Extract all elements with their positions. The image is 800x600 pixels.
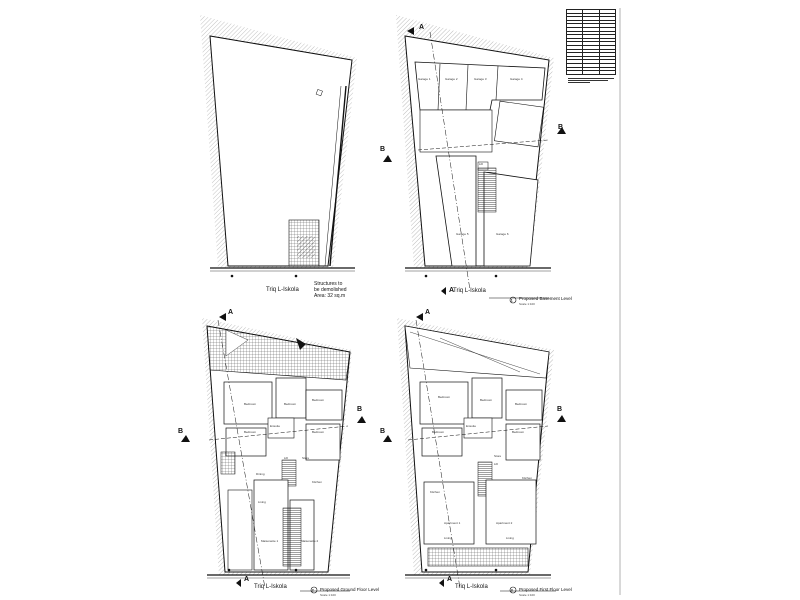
first-level-scale: Scale 1:100 (519, 593, 535, 597)
room-living-f1: Living (444, 536, 452, 540)
street-label-site: Triq L-Iskola (266, 287, 299, 293)
room-bedroom-g5: Bedroom (312, 430, 325, 434)
section-mark-a-basement-bottom: A (449, 287, 455, 294)
section-mark-b-ground-right: B (357, 406, 363, 413)
ground-level-title: Proposed Ground Floor Level (320, 587, 380, 592)
room-bedroom-f4: Bedroom (432, 430, 445, 434)
section-mark-b-ground-left: B (178, 428, 184, 435)
demolition-note: Structures to be demolished Area: 32 sq.… (314, 281, 347, 299)
section-mark-a-first: A (425, 309, 431, 316)
schedule-cell (598, 70, 617, 75)
street-label-basement: Triq L-Iskola (453, 288, 486, 294)
room-kitchen-g: Kitchen (312, 480, 323, 484)
first-floor-plan: 3 (383, 313, 566, 594)
ground-floor-plan: 2 (181, 313, 366, 594)
room-garage-2: Garage 2 (445, 77, 458, 81)
room-store-g: Store (302, 456, 310, 460)
svg-text:3: 3 (511, 589, 513, 593)
room-lift-ground: Lift (284, 456, 289, 460)
section-mark-b-basement-left: B (380, 146, 386, 153)
room-apartment-1: Apartment 1 (444, 521, 461, 525)
room-maisonette-2: Maisonette 2 (301, 539, 319, 543)
room-dining-g: Dining (256, 472, 265, 476)
area-schedule-table (565, 9, 617, 75)
room-living-f2: Living (506, 536, 514, 540)
section-mark-a-ground-bottom: A (244, 576, 250, 583)
room-bedroom-g2: Bedroom (284, 402, 297, 406)
schedule-cell (582, 70, 600, 75)
site-plan (200, 15, 357, 278)
room-garage-6: Garage 6 (496, 232, 509, 236)
section-mark-a-basement: A (419, 24, 425, 31)
room-maisonette-1: Maisonette 1 (261, 539, 279, 543)
room-lift-basement: Lift (479, 162, 484, 166)
room-kitchen-f: Kitchen (522, 476, 533, 480)
section-mark-b-basement-right: B (558, 124, 564, 131)
room-bedroom-f1: Bedroom (438, 395, 451, 399)
room-kitchen-f2: Kitchen (430, 490, 441, 494)
street-label-ground: Triq L-Iskola (254, 584, 287, 590)
room-garage-3: Garage 3 (474, 77, 487, 81)
basement-level-scale: Scale 1:100 (519, 302, 535, 306)
ground-level-scale: Scale 1:100 (320, 593, 336, 597)
basement-level-title: Proposed Basement Level (519, 296, 572, 301)
drawing-notes (568, 78, 614, 83)
room-bedroom-g3: Bedroom (312, 398, 325, 402)
room-bedroom-f3: Bedroom (515, 402, 528, 406)
first-level-title: Proposed First Floor Level (519, 587, 572, 592)
svg-text:1: 1 (511, 299, 513, 303)
room-bedroom-g1: Bedroom (244, 402, 257, 406)
section-mark-a-first-bottom: A (447, 576, 453, 583)
section-mark-a-ground: A (228, 309, 234, 316)
room-bedroom-g4: Bedroom (244, 430, 257, 434)
room-bedroom-f5: Bedroom (512, 430, 525, 434)
room-living-g: Living (258, 500, 266, 504)
room-ensuite-f: Ensuite (466, 424, 477, 428)
room-garage-4: Garage 4 (510, 77, 523, 81)
room-apartment-2: Apartment 2 (496, 521, 513, 525)
section-mark-b-first-left: B (380, 428, 386, 435)
room-ensuite-g: Ensuite (270, 424, 281, 428)
schedule-row (565, 70, 617, 75)
room-bedroom-f2: Bedroom (480, 398, 493, 402)
street-label-first: Triq L-Iskola (455, 584, 488, 590)
svg-text:2: 2 (312, 589, 314, 593)
basement-plan: 1 (383, 15, 566, 304)
room-lift-first: Lift (494, 462, 499, 466)
section-mark-b-first-right: B (557, 406, 563, 413)
room-store-f: Store (494, 454, 502, 458)
room-garage-5: Garage 5 (456, 232, 469, 236)
schedule-cell (565, 70, 584, 75)
room-garage-1: Garage 1 (418, 77, 431, 81)
